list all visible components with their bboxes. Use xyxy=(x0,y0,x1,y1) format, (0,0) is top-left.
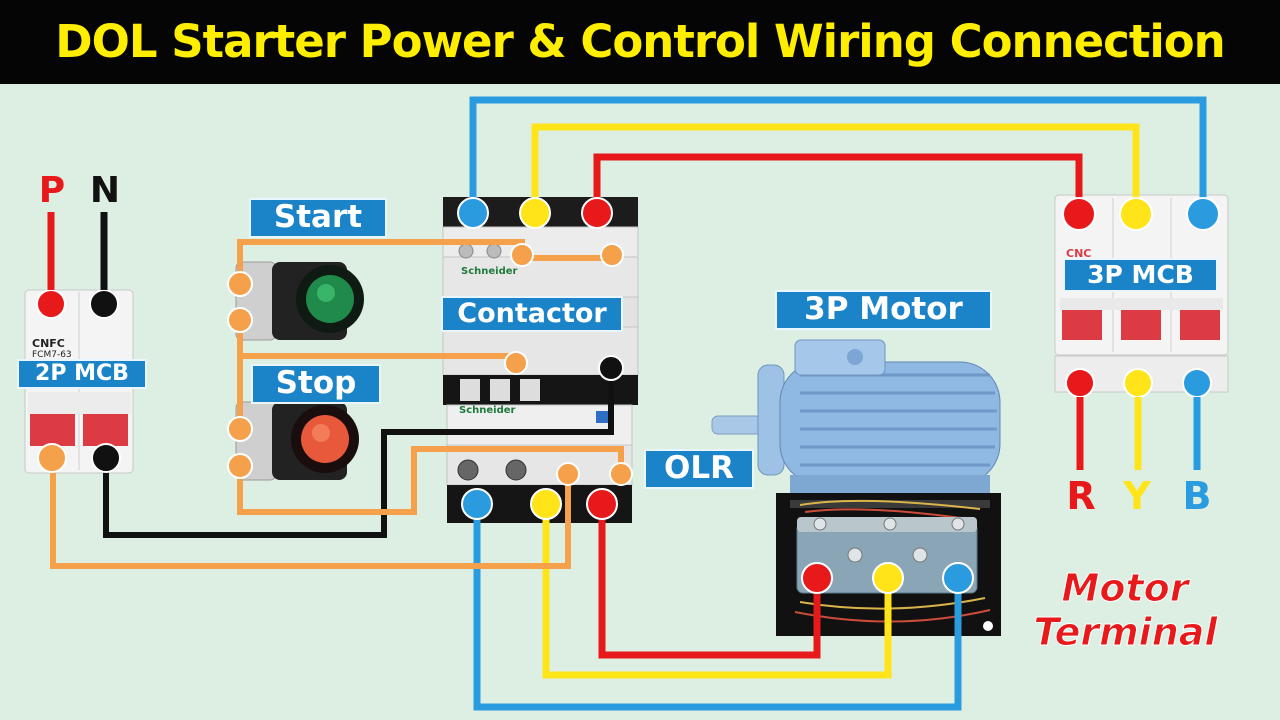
mcb-2p-terminal-n-in xyxy=(89,289,119,319)
mcb-3p-terminal-b-in xyxy=(1182,368,1212,398)
start-terminal-bottom xyxy=(227,307,253,333)
wire-stop-to-olr xyxy=(237,446,624,515)
contactor-terminal-l1 xyxy=(581,197,613,229)
label-phase-y: Y xyxy=(1123,474,1151,518)
label-n: N xyxy=(89,170,121,211)
tag-stop: Stop xyxy=(251,364,381,404)
diagram-title: DOL Starter Power & Control Wiring Conne… xyxy=(55,15,1225,68)
stop-terminal-top xyxy=(227,416,253,442)
olr-aux-terminal-1 xyxy=(556,462,580,486)
stop-push-button xyxy=(235,401,359,481)
motor-terminal-w xyxy=(942,562,974,594)
wire-neutral-control xyxy=(103,368,614,538)
tag-3p-motor: 3P Motor xyxy=(775,290,992,330)
wire-yellow-supply xyxy=(531,123,1140,214)
mcb-3p-terminal-y-out xyxy=(1119,197,1153,231)
contactor-aux-no-14 xyxy=(504,351,528,375)
mcb-3p-terminal-r-out xyxy=(1062,197,1096,231)
start-push-button xyxy=(235,261,364,341)
stop-terminal-bottom xyxy=(227,453,253,479)
olr-aux-terminal-2 xyxy=(609,462,633,486)
mcb-2p-model: FCM7-63 xyxy=(32,350,72,360)
wiring-diagram xyxy=(24,96,1229,711)
wire-blue-motor xyxy=(473,504,962,711)
mcb-2p-terminal-p-in xyxy=(36,289,66,319)
tag-olr: OLR xyxy=(644,449,754,489)
label-p: P xyxy=(38,170,66,211)
motor-terminal-u xyxy=(801,562,833,594)
contactor-brand: Schneider xyxy=(461,266,518,277)
start-terminal-top xyxy=(227,271,253,297)
mcb-3p-terminal-b-out xyxy=(1186,197,1220,231)
contactor-terminal-l3 xyxy=(457,197,489,229)
wire-yellow-motor xyxy=(542,504,892,679)
wire-phase-control xyxy=(50,458,571,569)
mcb-2p-brand: CNFC xyxy=(32,337,65,350)
label-motor-terminal-line1: Motor xyxy=(1061,566,1189,611)
motor-body xyxy=(711,339,1001,495)
label-motor-terminal-line2: Terminal xyxy=(1033,610,1218,655)
contactor-coil-a1 xyxy=(600,243,624,267)
olr-terminal-t1 xyxy=(586,488,618,520)
tag-2p-mcb: 2P MCB xyxy=(17,359,147,389)
mcb-3p-terminal-r-in xyxy=(1065,368,1095,398)
wire-blue-supply xyxy=(469,96,1207,214)
label-phase-b: B xyxy=(1182,474,1212,518)
label-phase-r: R xyxy=(1066,474,1096,518)
title-bar: DOL Starter Power & Control Wiring Conne… xyxy=(0,0,1280,84)
mcb-3p-brand: CNC xyxy=(1066,247,1092,260)
mcb-3p-terminal-y-in xyxy=(1123,368,1153,398)
contactor-coil-a2 xyxy=(598,355,624,381)
olr-terminal-t3 xyxy=(461,488,493,520)
wire-red-motor xyxy=(598,504,821,659)
mcb-2p-terminal-p-out xyxy=(37,443,67,473)
motor-terminal-v xyxy=(872,562,904,594)
mcb-2p-terminal-n-out xyxy=(91,443,121,473)
contactor-aux-no-13 xyxy=(510,243,534,267)
olr-brand: Schneider xyxy=(459,405,516,416)
wire-red-supply xyxy=(593,153,1083,214)
tag-start: Start xyxy=(249,198,387,238)
olr-terminal-t2 xyxy=(530,488,562,520)
tag-contactor: Contactor xyxy=(441,296,623,332)
contactor-terminal-l2 xyxy=(519,197,551,229)
tag-3p-mcb: 3P MCB xyxy=(1063,258,1218,292)
